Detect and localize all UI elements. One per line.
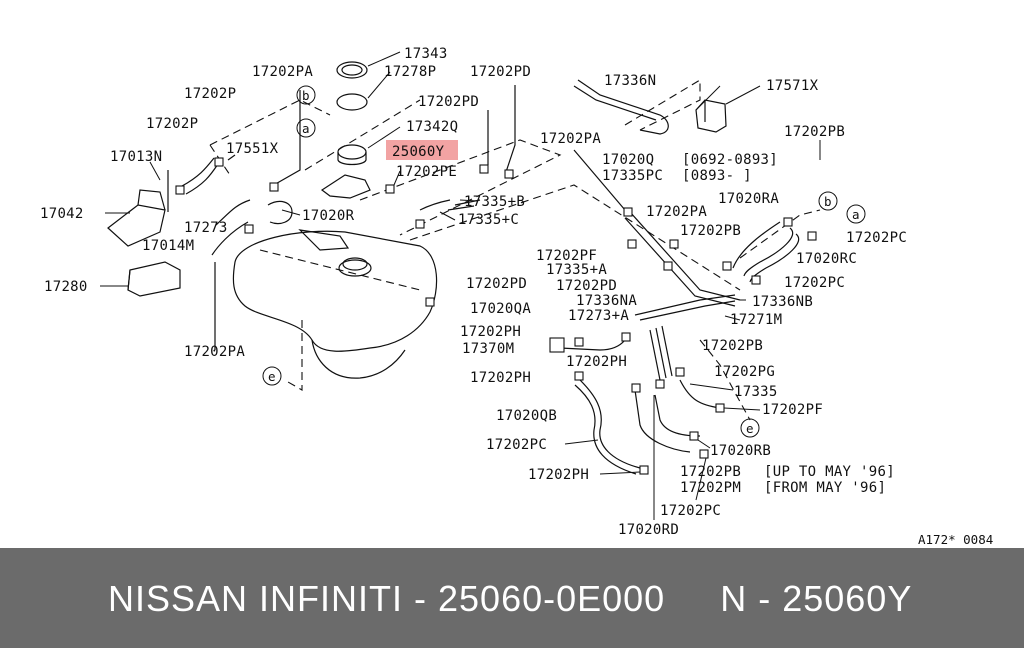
label-17202pd: 17202PD xyxy=(466,276,527,292)
label-17202pe: 17202PE xyxy=(396,164,457,180)
label-date-range-2: [0893- ] xyxy=(682,168,752,184)
label-17014m: 17014M xyxy=(142,238,194,254)
label-date-range-1: [0692-0893] xyxy=(682,152,778,168)
label-17202pm: 17202PM xyxy=(680,480,741,496)
label-25060y-highlighted: 25060Y xyxy=(392,144,445,160)
label-17042: 17042 xyxy=(40,206,84,222)
label-17335pc: 17335PC xyxy=(602,168,663,184)
marker-a-2: a xyxy=(852,207,860,222)
label-17335: 17335 xyxy=(734,384,778,400)
label-17273: 17273 xyxy=(184,220,228,236)
marker-b-2: b xyxy=(824,194,832,209)
diagram-ref-code: A172* 0084 xyxy=(918,532,993,547)
leader-lines xyxy=(100,51,821,520)
label-17020ra: 17020RA xyxy=(718,191,779,207)
label-17342q: 17342Q xyxy=(406,119,458,135)
label-17278p: 17278P xyxy=(384,64,436,80)
label-17202pc: 17202PC xyxy=(784,275,845,291)
label-17271m: 17271M xyxy=(730,312,782,328)
marker-a-1: a xyxy=(302,121,310,136)
highlight-25060y xyxy=(386,140,458,160)
label-17202pb: 17202PB xyxy=(680,464,741,480)
hose-clamps xyxy=(175,157,817,475)
label-17202pa: 17202PA xyxy=(252,64,313,80)
footer-part-info: NISSAN INFINITI - 25060-0E000 N - 25060Y xyxy=(108,578,913,619)
label-17202pa: 17202PA xyxy=(540,131,601,147)
label-17202pc: 17202PC xyxy=(846,230,907,246)
label-17370m: 17370M xyxy=(462,341,514,357)
label-17202pg: 17202PG xyxy=(714,364,775,380)
label-17335b: 17335+B xyxy=(464,194,525,210)
label-17202pd: 17202PD xyxy=(556,278,617,294)
label-17202pd: 17202PD xyxy=(418,94,479,110)
marker-e-2: e xyxy=(746,421,754,436)
label-17335c: 17335+C xyxy=(458,212,519,228)
label-17020rd: 17020RD xyxy=(618,522,679,538)
label-17202p: 17202P xyxy=(184,86,236,102)
footer-banner: NISSAN INFINITI - 25060-0E000 N - 25060Y xyxy=(0,548,1024,648)
label-17551x: 17551X xyxy=(226,141,279,157)
label-17202pb: 17202PB xyxy=(702,338,763,354)
label-17202pc: 17202PC xyxy=(660,503,721,519)
label-17273a: 17273+A xyxy=(568,308,629,324)
label-up-to-may-96: [UP TO MAY '96] xyxy=(764,464,895,480)
fuel-system-diagram: b a b a e e 17343 17278P 17202PA 17202PD… xyxy=(40,46,993,547)
label-17571x: 17571X xyxy=(766,78,819,94)
label-17202ph: 17202PH xyxy=(470,370,531,386)
label-17020rc: 17020RC xyxy=(796,251,857,267)
label-17202ph: 17202PH xyxy=(460,324,521,340)
diagram-linework xyxy=(107,61,800,475)
label-17202pf: 17202PF xyxy=(536,248,597,264)
label-17202pf: 17202PF xyxy=(762,402,823,418)
label-17335a: 17335+A xyxy=(546,262,607,278)
label-17202pd: 17202PD xyxy=(470,64,531,80)
label-17202ph: 17202PH xyxy=(566,354,627,370)
label-17020rb: 17020RB xyxy=(710,443,771,459)
label-17202p: 17202P xyxy=(146,116,198,132)
label-17202pb: 17202PB xyxy=(680,223,741,239)
label-17202pc: 17202PC xyxy=(486,437,547,453)
label-17013n: 17013N xyxy=(110,149,162,165)
label-17202pb: 17202PB xyxy=(784,124,845,140)
label-17343: 17343 xyxy=(404,46,448,62)
label-17336n: 17336N xyxy=(604,73,656,89)
label-17202ph: 17202PH xyxy=(528,467,589,483)
part-labels: 17343 17278P 17202PA 17202PD 17336N 1757… xyxy=(40,46,993,547)
label-17202pa: 17202PA xyxy=(184,344,245,360)
marker-b-1: b xyxy=(302,88,310,103)
label-17020r: 17020R xyxy=(302,208,355,224)
label-17280: 17280 xyxy=(44,279,88,295)
label-17020qb: 17020QB xyxy=(496,408,557,424)
circle-markers: b a b a e e xyxy=(262,85,866,438)
label-17202pa: 17202PA xyxy=(646,204,707,220)
label-17020qa: 17020QA xyxy=(470,301,531,317)
label-from-may-96: [FROM MAY '96] xyxy=(764,480,886,496)
parts-diagram: b a b a e e 17343 17278P 17202PA 17202PD… xyxy=(40,46,994,547)
dashed-guides xyxy=(209,79,821,421)
label-17336nb: 17336NB xyxy=(752,294,813,310)
marker-e-1: e xyxy=(268,369,276,384)
label-17336na: 17336NA xyxy=(576,293,637,309)
label-17020q: 17020Q xyxy=(602,152,654,168)
